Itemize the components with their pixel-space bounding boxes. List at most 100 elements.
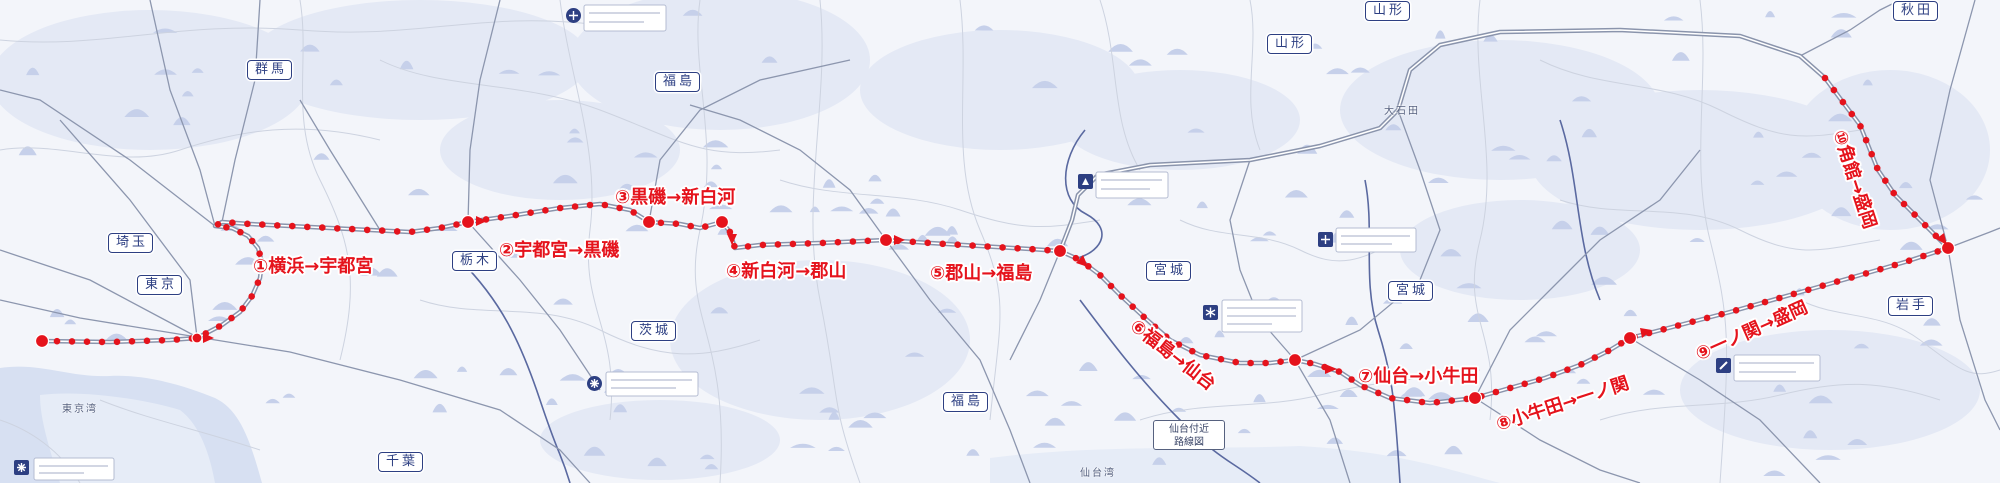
mountain-symbol — [1591, 276, 1617, 285]
route-dot — [1703, 314, 1711, 322]
railway-line — [1947, 247, 2000, 431]
road-line — [299, 0, 351, 361]
mountain-symbol — [1428, 392, 1454, 400]
info-icon — [14, 460, 29, 475]
route-dot — [143, 337, 151, 345]
mountain-symbol — [790, 443, 816, 448]
route-arrow-icon — [476, 216, 487, 226]
mountain-symbol — [1508, 155, 1531, 160]
mountain-symbol — [799, 387, 825, 394]
mountain-symbol — [1773, 384, 1787, 392]
railway-line — [0, 89, 216, 227]
mountain-symbol — [885, 208, 901, 217]
mountain-symbol — [1345, 316, 1359, 325]
railway-line — [1229, 159, 1296, 361]
route-dot — [1140, 313, 1147, 321]
mountain-symbol — [717, 228, 730, 235]
route-dot — [254, 279, 262, 287]
route-dot — [1129, 303, 1136, 311]
station-dot-icon — [1287, 352, 1303, 368]
route-label-4: ④新白河→郡山 — [726, 261, 847, 282]
mountain-symbol — [208, 316, 231, 321]
place-label-oishida: 大石田 — [1384, 106, 1420, 117]
sea-areas — [0, 366, 1500, 483]
railway-line — [1799, 0, 1901, 57]
mountain-symbol — [181, 91, 194, 97]
road-line — [419, 299, 761, 355]
mountain-symbol — [828, 446, 845, 451]
mountain-symbol — [399, 60, 414, 70]
route-dot — [1882, 177, 1889, 184]
route-dot — [1848, 274, 1855, 281]
mountain-symbol — [1524, 336, 1546, 343]
mountain-symbol — [1114, 412, 1137, 421]
mountain-symbol — [1339, 389, 1358, 397]
route-dot — [1868, 150, 1875, 158]
mountain-symbol — [946, 236, 958, 242]
route-dot — [1819, 282, 1826, 290]
route-dot — [1448, 397, 1456, 404]
route-dot — [1335, 368, 1343, 375]
railway-line — [1629, 337, 1821, 483]
route-dot — [304, 223, 311, 231]
inset-title-line2: 路線図 — [1174, 437, 1204, 448]
route-dot — [1839, 98, 1847, 106]
route-dot — [1891, 261, 1899, 269]
road-line — [1099, 0, 1141, 171]
mountain-symbol — [569, 128, 580, 134]
prefecture-label-miyagi: 宮城 — [1146, 261, 1192, 281]
route-dot — [497, 214, 505, 221]
mountain-symbol — [704, 181, 718, 187]
mountain-symbol — [822, 179, 836, 188]
route-dot — [527, 209, 534, 216]
route-dot — [1492, 388, 1500, 396]
route-dot — [1189, 347, 1196, 355]
route-dot — [1306, 359, 1314, 367]
road-line — [379, 59, 781, 154]
railway-line — [648, 59, 851, 223]
route-dot — [1578, 361, 1585, 368]
road-line — [1559, 199, 1881, 251]
mountain-symbol — [1663, 16, 1684, 21]
mountain-symbol — [413, 370, 438, 379]
route-dot — [1890, 189, 1897, 197]
mountain-symbol — [64, 319, 77, 325]
mountain-symbol — [1828, 113, 1853, 122]
route-dot — [819, 239, 827, 247]
mountain-symbol — [235, 257, 261, 265]
place-label-tokyo-bay: 東京湾 — [62, 404, 98, 415]
route-dot — [1403, 396, 1411, 404]
route-dot — [1564, 366, 1571, 374]
highway-lines — [459, 119, 1601, 483]
mountain-symbol — [1060, 401, 1083, 406]
mountain-symbol — [1853, 343, 1870, 349]
mountain-symbol — [1862, 79, 1873, 86]
inset-title-line1: 仙台付近 — [1169, 424, 1209, 435]
railway-line — [885, 239, 1031, 483]
notice-boxes — [33, 4, 1821, 481]
road-line — [1799, 299, 2000, 375]
route-dot — [239, 305, 246, 312]
snowflake-icon — [1203, 305, 1218, 320]
info-icon — [1318, 232, 1333, 247]
station-dot-icon — [714, 214, 730, 230]
route-dot — [1761, 298, 1769, 306]
mountain-symbol — [1491, 145, 1516, 151]
railway-line — [299, 99, 381, 231]
route-dot — [1550, 371, 1557, 379]
route-dot — [542, 207, 549, 214]
route-dot — [1932, 232, 1940, 240]
road-line — [812, 0, 861, 483]
route-dot — [378, 227, 386, 234]
mountain-symbol — [503, 250, 524, 258]
route-dot — [1433, 398, 1441, 406]
mountain-symbol — [359, 267, 382, 276]
terrain-patch — [0, 10, 310, 150]
route-dot — [1833, 278, 1841, 285]
route-dot — [229, 219, 236, 226]
mountain-symbol — [1350, 67, 1370, 73]
mountain-symbol — [1467, 313, 1489, 322]
route-label-5: ⑤郡山→福島 — [930, 263, 1033, 284]
route-dot — [1348, 376, 1355, 383]
route-dot — [1877, 265, 1884, 273]
